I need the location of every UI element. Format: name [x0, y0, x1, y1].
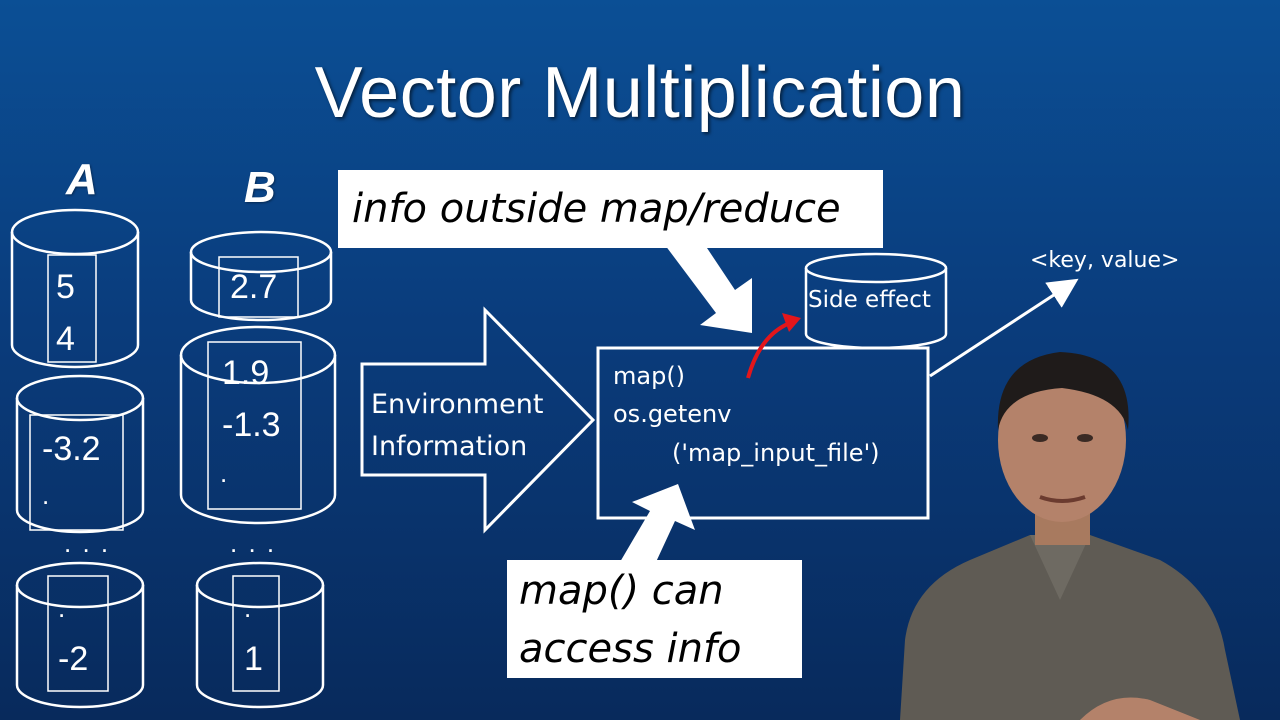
env-line2: Information — [371, 431, 528, 462]
bottom-callout-arrow — [620, 484, 695, 562]
b-value-1: 1 — [244, 640, 263, 678]
a-value-5: 5 — [56, 268, 75, 306]
side-effect-red-arrow — [746, 321, 791, 379]
a-bottom-dot: . — [58, 593, 66, 623]
callout-top: info outside map/reduce — [338, 170, 883, 248]
b-value-neg1-3: -1.3 — [222, 406, 281, 444]
b-ellipsis: . . . — [230, 528, 277, 558]
environment-arrow — [360, 306, 596, 534]
cylinder-b-bottom — [195, 561, 325, 709]
callout-bottom-line1: map() can — [519, 568, 724, 614]
presenter-image — [900, 352, 1240, 720]
cylinder-a-bottom — [15, 561, 145, 709]
code-getenv: os.getenv — [613, 400, 732, 428]
side-effect-label: Side effect — [808, 287, 931, 313]
cylinder-a-middle — [15, 374, 145, 534]
env-line1: Environment — [371, 389, 544, 420]
side-effect-cylinder — [804, 252, 948, 350]
vector-b-label: B — [244, 163, 276, 212]
cylinder-a-top — [10, 208, 140, 369]
a-value-dot: . — [42, 480, 50, 510]
code-map: map() — [613, 362, 686, 390]
slide-title: Vector Multiplication — [314, 53, 966, 133]
callout-bottom: map() can access info — [507, 560, 802, 678]
code-map-input-file: ('map_input_file') — [672, 439, 880, 467]
top-callout-arrow — [665, 245, 752, 333]
cylinder-b-top — [189, 230, 333, 322]
environment-text: Environment Information — [371, 384, 543, 468]
cylinder-b-middle — [179, 325, 337, 525]
b-value-1-9: 1.9 — [222, 354, 270, 392]
a-value-neg2: -2 — [58, 640, 89, 678]
b-value-dot: . — [220, 458, 228, 488]
a-ellipsis: . . . — [64, 528, 111, 558]
a-value-neg3-2: -3.2 — [42, 430, 101, 468]
output-arrow — [929, 278, 1079, 378]
vector-a-label: A — [66, 155, 98, 204]
key-value-label: <key, value> — [1030, 248, 1180, 273]
a-value-4: 4 — [56, 320, 75, 358]
callout-bottom-line2: access info — [519, 626, 742, 672]
b-value-2-7: 2.7 — [230, 268, 278, 306]
b-bottom-dot: . — [244, 593, 252, 623]
